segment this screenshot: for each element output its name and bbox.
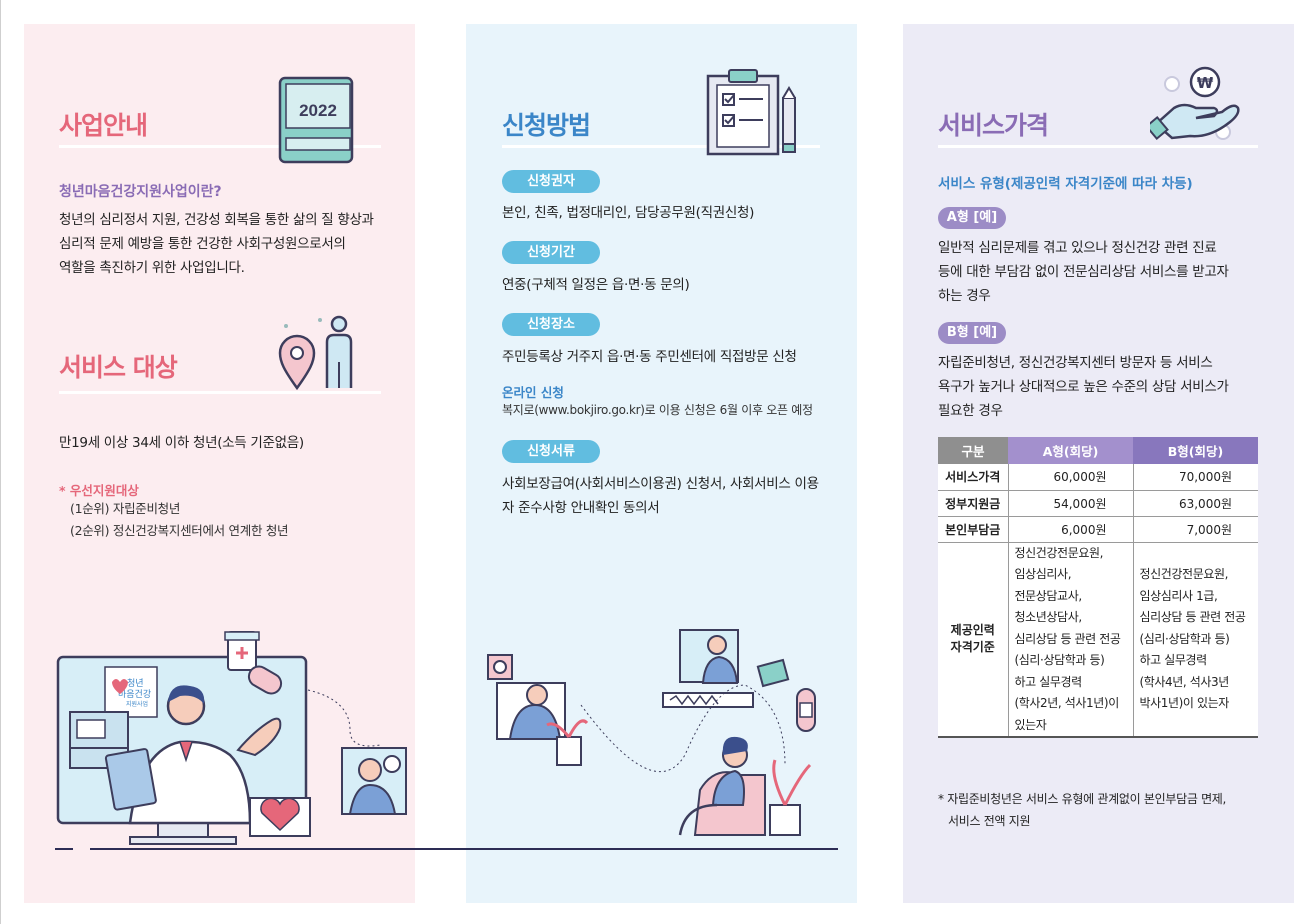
book-year: 2022 xyxy=(299,101,337,120)
type-b-line: 자립준비청년, 정신건강복지센터 방문자 등 서비스 xyxy=(938,355,1213,371)
row-value-a: 6,000원 xyxy=(1008,516,1134,543)
business-info-title: 사업안내 xyxy=(59,111,148,140)
price-table: 구분 A형(회당) B형(회당) 서비스가격 60,000원 70,000원 정… xyxy=(938,437,1258,738)
footnote-line: * 자립준비청년은 서비스 유형에 관계없이 본인부담금 면제, xyxy=(938,792,1227,806)
book-2022-icon: 2022 xyxy=(278,76,354,164)
table-row: 본인부담금 6,000원 7,000원 xyxy=(938,516,1258,543)
row-value-b: 7,000원 xyxy=(1133,516,1258,543)
title-rule xyxy=(502,145,820,148)
price-table-header: 구분 A형(회당) B형(회당) xyxy=(938,437,1258,464)
qualification-label: 제공인력 자격기준 xyxy=(938,542,1009,738)
service-price-title: 서비스가격 xyxy=(938,111,1049,140)
service-target-title: 서비스 대상 xyxy=(59,353,178,382)
pill-applicant: 신청권자 xyxy=(502,170,600,193)
priority-title: * 우선지원대상 xyxy=(59,483,139,498)
type-a-badge: A형 [예] xyxy=(938,207,1006,229)
title-rule xyxy=(59,391,381,394)
service-type-title: 서비스 유형(제공인력 자격기준에 따라 차등) xyxy=(938,176,1193,192)
title-rule xyxy=(59,145,381,148)
application-title: 신청방법 xyxy=(502,111,591,140)
type-b-line: 필요한 경우 xyxy=(938,403,1003,419)
row-label: 서비스가격 xyxy=(938,464,1009,491)
clipboard-checklist-icon xyxy=(706,69,796,156)
priority-list: (1순위) 자립준비청년 (2순위) 정신건강복지센터에서 연계한 청년 xyxy=(70,498,289,542)
type-a-desc: 일반적 심리문제를 겪고 있으나 정신건강 관련 진료 등에 대한 부담감 없이… xyxy=(938,236,1268,308)
row-label: 본인부담금 xyxy=(938,516,1009,543)
footnote-line: 서비스 전액 지원 xyxy=(948,814,1031,828)
header-category: 구분 xyxy=(938,437,1008,464)
doctor-illustration: 청년 마음건강 지원사업 xyxy=(56,631,407,845)
type-a-line: 하는 경우 xyxy=(938,288,991,304)
desc-line: 역할을 촉진하기 위한 사업입니다. xyxy=(59,260,245,276)
row-value-b: 63,000원 xyxy=(1133,490,1258,517)
documents-text: 사회보장급여(사회서비스이용권) 신청서, 사회서비스 이용자 준수사항 안내확… xyxy=(502,476,819,516)
svg-text:마음건강: 마음건강 xyxy=(118,689,151,700)
pill-place: 신청장소 xyxy=(502,313,600,336)
business-description: 청년의 심리정서 지원, 건강성 회복을 통한 삶의 질 향상과 심리적 문제 … xyxy=(59,208,399,280)
applicant-text: 본인, 친족, 법정대리인, 담당공무원(직권신청) xyxy=(502,205,755,221)
bottom-line xyxy=(90,848,838,850)
pill-period: 신청기간 xyxy=(502,241,600,264)
header-type-a: A형(회당) xyxy=(1008,437,1133,464)
type-b-line: 욕구가 높거나 상대적으로 높은 수준의 상담 서비스가 xyxy=(938,379,1229,395)
type-b-desc: 자립준비청년, 정신건강복지센터 방문자 등 서비스 욕구가 높거나 상대적으로… xyxy=(938,351,1268,423)
type-a-line: 등에 대한 부담감 없이 전문심리상담 서비스를 받고자 xyxy=(938,264,1229,280)
table-row-qualification: 제공인력 자격기준 정신건강전문요원, 임상심리사, 전문상담교사, 청소년상담… xyxy=(938,542,1258,738)
won-symbol: ₩ xyxy=(1197,74,1214,92)
priority-item: (1순위) 자립준비청년 xyxy=(70,501,181,516)
desc-line: 청년의 심리정서 지원, 건강성 회복을 통한 삶의 질 향상과 xyxy=(59,212,374,228)
frame-border xyxy=(0,0,1,924)
bottom-line-segment xyxy=(55,848,73,850)
online-title: 온라인 신청 xyxy=(502,385,564,400)
table-row: 서비스가격 60,000원 70,000원 xyxy=(938,464,1258,491)
place-text: 주민등록상 거주지 읍·면·동 주민센터에 직접방문 신청 xyxy=(502,349,797,365)
header-type-b: B형(회당) xyxy=(1133,437,1258,464)
row-value-a: 54,000원 xyxy=(1008,490,1134,517)
svg-text:청년: 청년 xyxy=(127,678,144,689)
footnote: * 자립준비청년은 서비스 유형에 관계없이 본인부담금 면제, 서비스 전액 … xyxy=(938,788,1226,832)
priority-item: (2순위) 정신건강복지센터에서 연계한 청년 xyxy=(70,523,289,538)
row-label: 정부지원금 xyxy=(938,490,1009,517)
service-target-desc: 만19세 이상 34세 이하 청년(소득 기준없음) xyxy=(59,435,304,451)
pill-documents: 신청서류 xyxy=(502,440,600,463)
type-a-line: 일반적 심리문제를 겪고 있으나 정신건강 관련 진료 xyxy=(938,240,1217,256)
location-person-icon xyxy=(278,315,353,391)
counseling-illustration xyxy=(487,629,816,836)
svg-text:지원사업: 지원사업 xyxy=(126,700,148,708)
desc-line: 심리적 문제 예방을 통한 건강한 사회구성원으로서의 xyxy=(59,236,346,252)
online-text: 복지로(www.bokjiro.go.kr)로 이용 신청은 6월 이후 오픈 … xyxy=(502,403,813,417)
business-question: 청년마음건강지원사업이란? xyxy=(59,184,222,200)
row-value-b: 70,000원 xyxy=(1133,464,1258,491)
hand-coin-icon: ₩ xyxy=(1150,66,1240,141)
title-rule xyxy=(938,145,1258,148)
qualification-type-b: 정신건강전문요원, 임상심리사 1급, 심리상담 등 관련 전공 (심리·상담학… xyxy=(1133,542,1258,738)
qualification-type-a: 정신건강전문요원, 임상심리사, 전문상담교사, 청소년상담사, 심리상담 등 … xyxy=(1008,542,1134,738)
table-row: 정부지원금 54,000원 63,000원 xyxy=(938,490,1258,517)
period-text: 연중(구체적 일정은 읍·면·동 문의) xyxy=(502,277,690,293)
row-value-a: 60,000원 xyxy=(1008,464,1134,491)
type-b-badge: B형 [예] xyxy=(938,322,1006,344)
